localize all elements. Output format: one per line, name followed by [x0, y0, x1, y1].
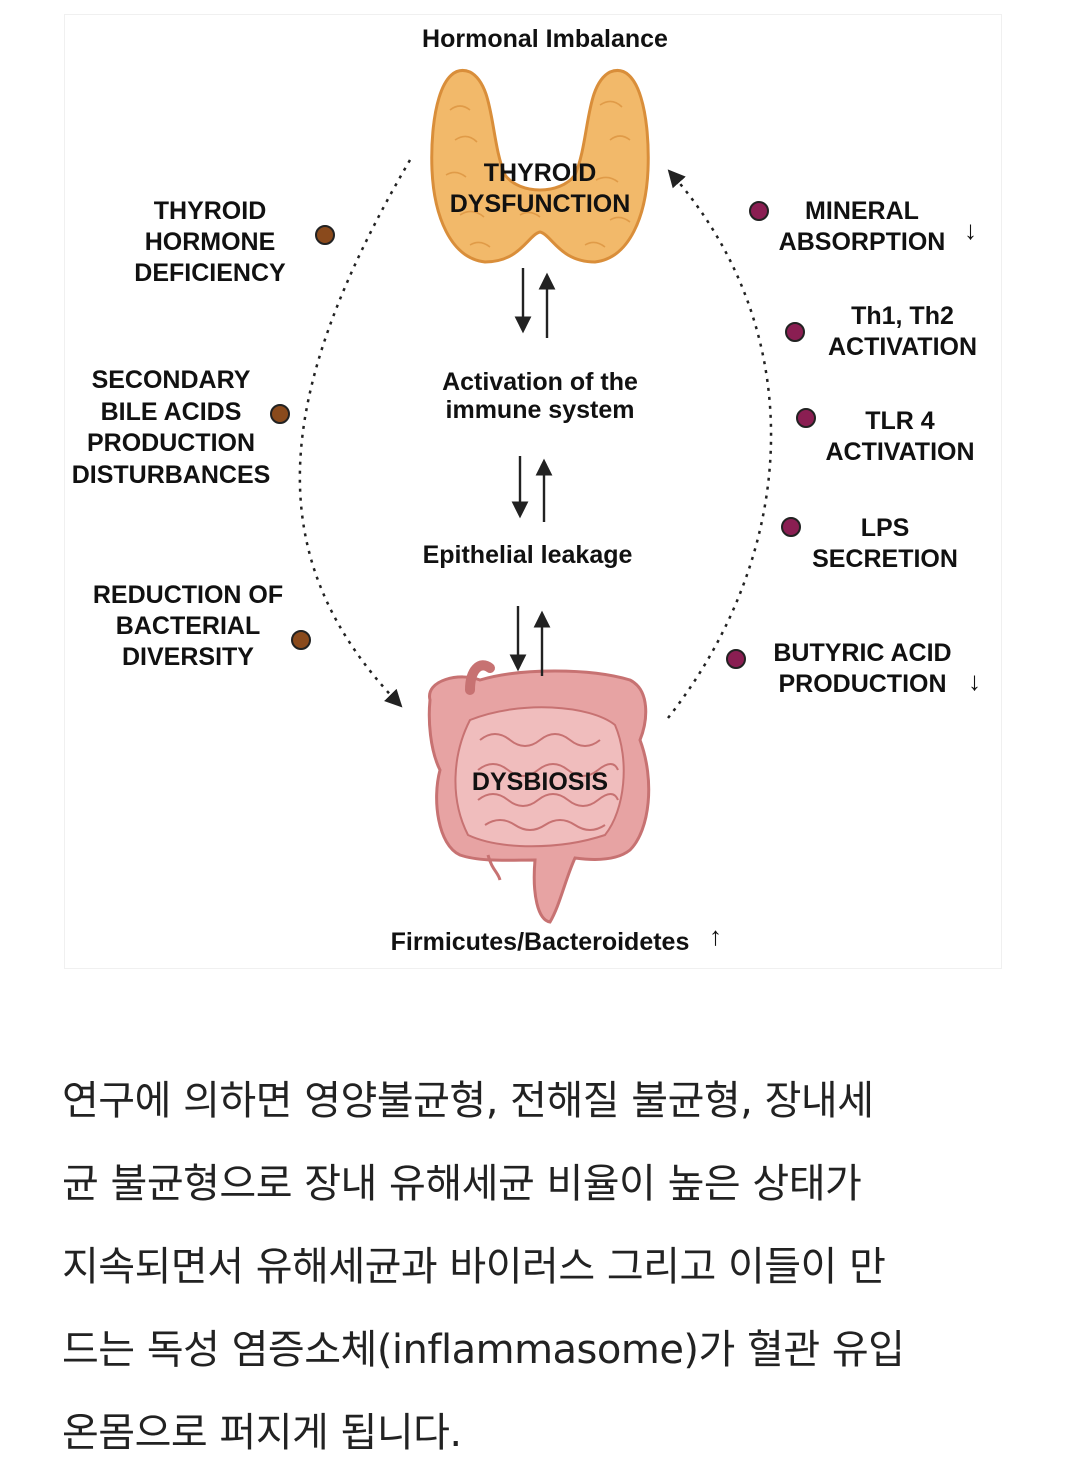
right-factor-dot: [749, 201, 769, 221]
right-factor-lps-secretion: LPS SECRETION: [812, 514, 958, 573]
firmicutes-bacteroidetes-label: Firmicutes/Bacteroidetes: [390, 928, 690, 956]
right-factor-dot: [726, 649, 746, 669]
double-arrows: [509, 268, 556, 676]
caption-paragraph: 연구에 의하면 영양불균형, 전해질 불균형, 장내세 균 불균형으로 장내 유…: [62, 1060, 1022, 1475]
right-factor-mineral-absorption: MINERAL ABSORPTION: [778, 197, 946, 256]
caption-line: 연구에 의하면 영양불균형, 전해질 불균형, 장내세: [62, 1078, 874, 1124]
diagram-top-title: Hormonal Imbalance: [422, 25, 668, 53]
right-factor-dot: [796, 408, 816, 428]
right-factor-th1-th2-activation: Th1, Th2 ACTIVATION: [827, 302, 978, 361]
increase-arrow-icon: ↑: [709, 921, 722, 951]
decrease-arrow-icon: ↓: [964, 215, 977, 245]
left-factor-secondary-bile-acids: SECONDARY BILE ACIDS PRODUCTION DISTURBA…: [71, 366, 271, 489]
immune-activation-label: Activation of the immune system: [442, 368, 638, 424]
right-factor-tlr4-activation: TLR 4 ACTIVATION: [825, 407, 975, 466]
left-cycle-arrow: [298, 159, 412, 708]
left-factor-dot: [270, 404, 290, 424]
thyroid-gland-illustration: [430, 68, 650, 264]
left-factor-reduction-bacterial-diversity: REDUCTION OF BACTERIAL DIVERSITY: [92, 581, 284, 671]
diagram-artwork: [298, 68, 773, 924]
caption-line: 온몸으로 퍼지게 됩니다.: [62, 1410, 462, 1456]
caption-line: 드는 독성 염증소체(inflammasome)가 혈관 유입: [62, 1327, 905, 1373]
thyroid-dysfunction-label: THYROID DYSFUNCTION: [449, 159, 631, 218]
dysbiosis-label: DYSBIOSIS: [471, 768, 609, 796]
left-factor-thyroid-hormone-deficiency: THYROID HORMONE DEFICIENCY: [134, 197, 286, 287]
left-factor-dot: [315, 225, 335, 245]
right-factor-dot: [781, 517, 801, 537]
intestine-illustration: [427, 660, 651, 924]
caption-line: 균 불균형으로 장내 유해세균 비율이 높은 상태가: [62, 1161, 862, 1207]
right-factor-dot: [785, 322, 805, 342]
right-factor-butyric-acid-production: BUTYRIC ACID PRODUCTION: [773, 639, 952, 698]
decrease-arrow-icon: ↓: [968, 666, 981, 696]
right-cycle-arrow: [667, 169, 773, 719]
caption-line: 지속되면서 유해세균과 바이러스 그리고 이들이 만: [62, 1244, 886, 1290]
epithelial-leakage-label: Epithelial leakage: [422, 541, 633, 569]
left-factor-dot: [291, 630, 311, 650]
